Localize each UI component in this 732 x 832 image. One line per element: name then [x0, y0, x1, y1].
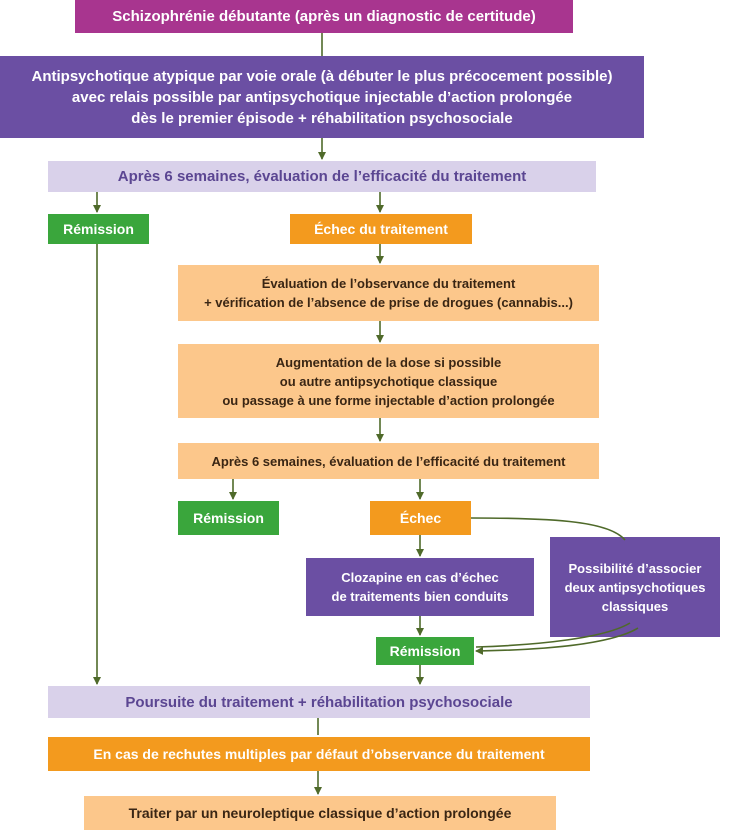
combination-option-box: Possibilité d’associer deux antipsychoti…: [550, 537, 720, 637]
long-acting-neuroleptic-box: Traiter par un neuroleptique classique d…: [84, 796, 556, 830]
clozapine-box: Clozapine en cas d’échec de traitements …: [306, 558, 534, 616]
evaluation-box-1: Après 6 semaines, évaluation de l’effica…: [48, 161, 596, 192]
evaluation-box-2: Après 6 semaines, évaluation de l’effica…: [178, 443, 599, 479]
remission-box-3: Rémission: [376, 637, 474, 665]
multiple-relapses-box: En cas de rechutes multiples par défaut …: [48, 737, 590, 771]
remission-box-2: Rémission: [178, 501, 279, 535]
treatment-failure-box: Échec du traitement: [290, 214, 472, 244]
failure-box-2: Échec: [370, 501, 471, 535]
first-line-treatment-box: Antipsychotique atypique par voie orale …: [0, 56, 644, 138]
start-box: Schizophrénie débutante (après un diagno…: [75, 0, 573, 33]
remission-box-1: Rémission: [48, 214, 149, 244]
dose-increase-box: Augmentation de la dose si possible ou a…: [178, 344, 599, 418]
continuation-box: Poursuite du traitement + réhabilitation…: [48, 686, 590, 718]
adherence-check-box: Évaluation de l’observance du traitement…: [178, 265, 599, 321]
